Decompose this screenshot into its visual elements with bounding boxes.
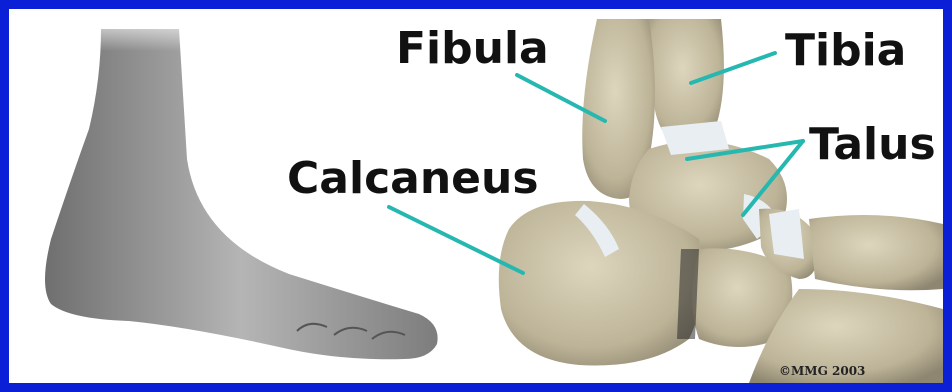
- calcaneus-leader-line: [389, 207, 523, 273]
- ankle-diagram: Fibula Tibia Talus Calcaneus ©MMG 2003: [9, 9, 943, 383]
- copyright-notice: ©MMG 2003: [779, 364, 865, 378]
- talus-label: Talus: [809, 123, 936, 167]
- fibula-label: Fibula: [396, 27, 549, 71]
- tibia-label: Tibia: [785, 29, 906, 73]
- calcaneus-label: Calcaneus: [287, 157, 539, 201]
